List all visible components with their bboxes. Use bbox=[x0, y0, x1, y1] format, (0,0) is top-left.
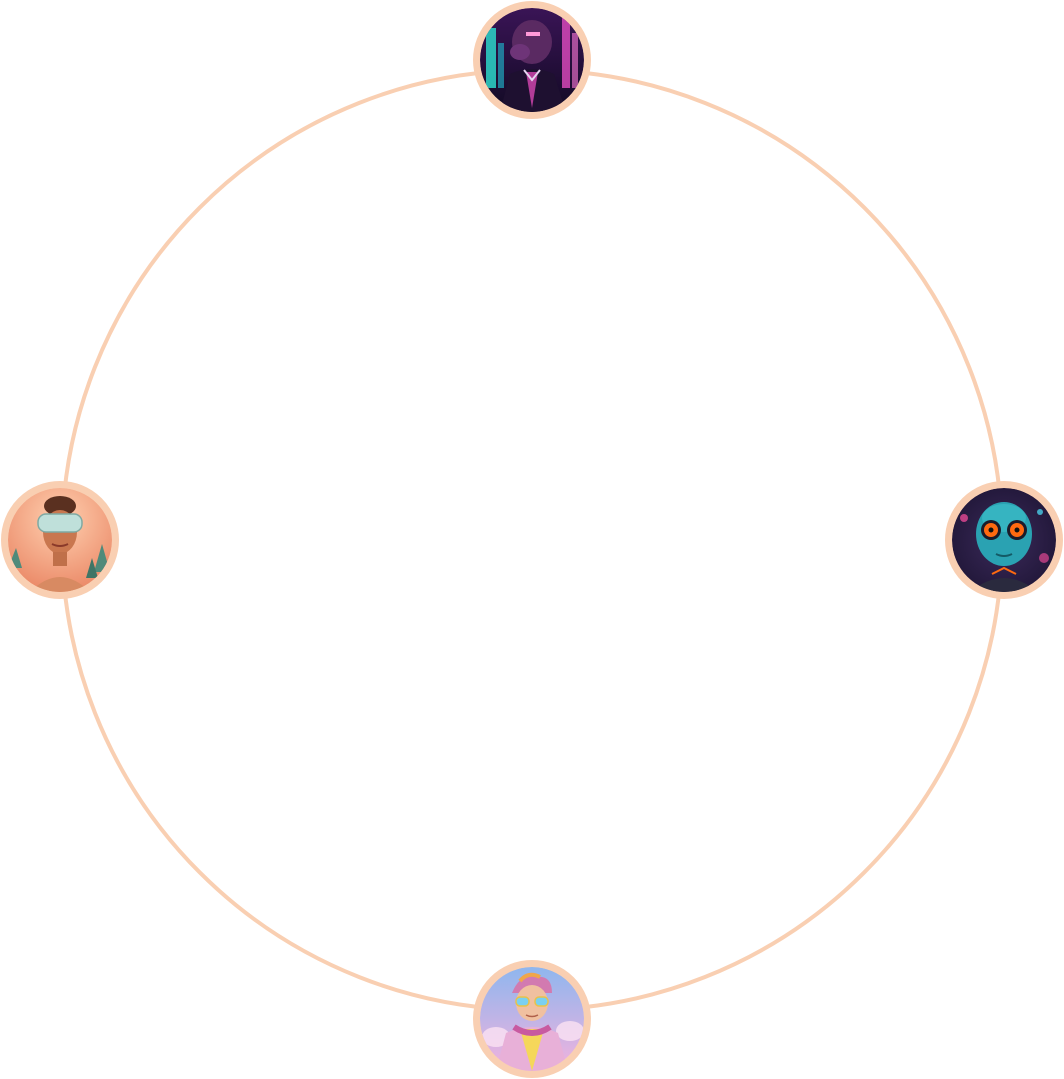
avatar-alien[interactable] bbox=[945, 481, 1063, 599]
vr-woman-portrait-icon bbox=[8, 488, 112, 592]
avatar-boar-neon[interactable] bbox=[473, 1, 591, 119]
alien-portrait-icon bbox=[952, 488, 1056, 592]
avatar-stylized-boy[interactable] bbox=[473, 960, 591, 1078]
stylized-boy-portrait-icon bbox=[480, 967, 584, 1071]
boar-portrait-icon bbox=[480, 8, 584, 112]
avatar-vr-woman[interactable] bbox=[1, 481, 119, 599]
